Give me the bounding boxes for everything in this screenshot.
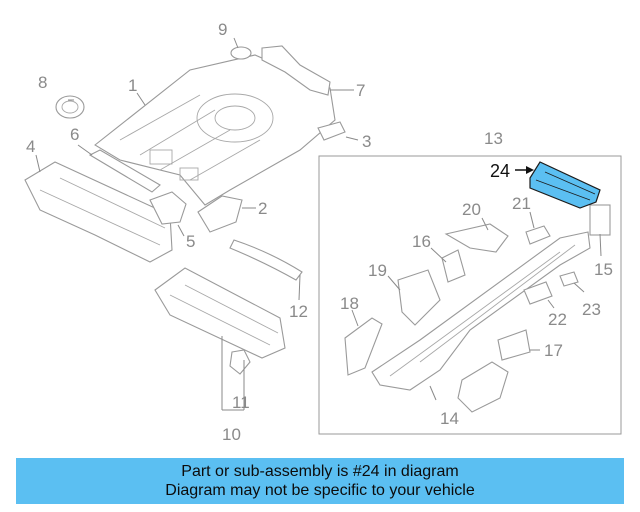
part-6-crossmember[interactable]: [88, 149, 161, 193]
label-10: 10: [222, 425, 241, 444]
label-22: 22: [548, 310, 567, 329]
label-11: 11: [232, 393, 250, 412]
label-21: 21: [512, 194, 531, 213]
part-14-side-member[interactable]: [371, 231, 591, 391]
label-7: 7: [356, 81, 365, 100]
part-15-plate[interactable]: [589, 204, 611, 236]
label-15: 15: [594, 260, 613, 279]
label-19: 19: [368, 261, 387, 280]
label-12: 12: [289, 302, 308, 321]
group-13-box: [318, 155, 622, 435]
crossmember-part: [457, 361, 509, 413]
part-19-bracket[interactable]: [397, 269, 441, 326]
label-5: 5: [186, 232, 195, 251]
label-8: 8: [38, 73, 47, 92]
label-2: 2: [258, 199, 267, 218]
part-8-grommet[interactable]: [55, 95, 85, 119]
part-9-plug[interactable]: [230, 46, 252, 60]
part-17-bracket[interactable]: [497, 329, 531, 361]
part-10-front-floor[interactable]: [154, 267, 286, 359]
info-banner: Part or sub-assembly is #24 in diagram D…: [16, 458, 624, 504]
label-13: 13: [484, 129, 503, 148]
label-20: 20: [462, 200, 481, 219]
leader-lines: [35, 37, 602, 411]
label-17: 17: [544, 341, 563, 360]
part-21-bracket[interactable]: [525, 225, 551, 245]
part-7-rear-panel-rail[interactable]: [261, 45, 331, 96]
part-20-bracket[interactable]: [444, 223, 509, 253]
label-16: 16: [412, 232, 431, 251]
banner-line-1: Part or sub-assembly is #24 in diagram: [181, 463, 459, 480]
label-1: 1: [128, 76, 137, 95]
banner-line-2: Diagram may not be specific to your vehi…: [165, 482, 475, 499]
part-4-side-rail[interactable]: [24, 161, 173, 263]
part-24-highlighted[interactable]: [529, 161, 601, 209]
part-18-bracket[interactable]: [344, 317, 383, 376]
label-24: 24: [490, 161, 510, 181]
part-11-bracket[interactable]: [229, 349, 251, 375]
label-18: 18: [340, 294, 359, 313]
part-16-bracket[interactable]: [441, 249, 466, 283]
label-4: 4: [26, 137, 35, 156]
part-23-clip[interactable]: [559, 271, 579, 287]
part-5-bracket[interactable]: [149, 191, 187, 225]
label-14: 14: [440, 409, 459, 428]
part-1-rear-floor-pan[interactable]: [94, 54, 336, 206]
part-22-bracket[interactable]: [523, 281, 553, 305]
label-23: 23: [582, 300, 601, 319]
part-3-bracket[interactable]: [317, 121, 346, 141]
label-6: 6: [70, 125, 79, 144]
label-3: 3: [362, 132, 371, 151]
label-9: 9: [218, 20, 227, 39]
part-2-extension[interactable]: [197, 195, 243, 233]
part-12-reinforcement[interactable]: [229, 239, 303, 281]
